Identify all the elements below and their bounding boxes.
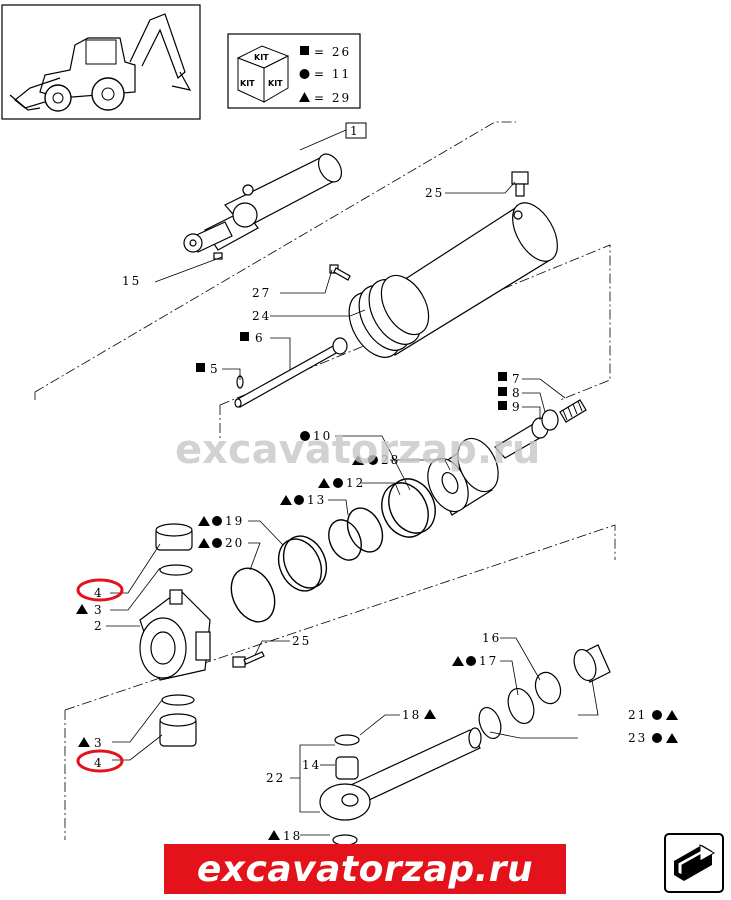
callout-6: 6	[255, 331, 265, 345]
circle-marker-23	[652, 733, 662, 743]
seal-rings	[230, 478, 436, 623]
assembly-outlines	[34, 121, 616, 840]
triangle-marker-17	[452, 656, 464, 666]
callout-8: 8	[512, 386, 522, 400]
callout-21: 21	[628, 708, 647, 722]
triangle-marker-21	[666, 710, 678, 720]
callout-25-lower: 25	[292, 634, 311, 648]
callout-18-bottom: 18	[283, 829, 302, 843]
callout-13: 13	[307, 493, 326, 507]
circle-marker-20	[212, 538, 222, 548]
callout-28: 28	[381, 453, 400, 467]
triangle-marker-18-top	[424, 709, 436, 719]
callout-1: 1	[350, 124, 360, 138]
circle-marker-17	[466, 656, 476, 666]
site-banner[interactable]: excavatorzap.ru	[164, 844, 566, 894]
square-marker-8	[498, 387, 507, 396]
callout-15: 15	[122, 274, 141, 288]
square-marker-7	[498, 372, 507, 381]
kit-box-label-left: KIT	[240, 79, 255, 88]
callout-18-top: 18	[402, 708, 421, 722]
barrel	[348, 202, 558, 358]
circle-marker-12	[333, 478, 343, 488]
callout-3-bottom: 3	[94, 736, 104, 750]
callout-box-1	[345, 122, 367, 139]
circle-marker-13	[294, 495, 304, 505]
triangle-marker-12	[318, 478, 330, 488]
triangle-marker-23	[666, 733, 678, 743]
kit-legend-square: = 26	[314, 45, 351, 59]
assembled-cylinder	[183, 153, 343, 260]
kit-box-label-top: KIT	[254, 53, 269, 62]
square-marker-5	[196, 363, 205, 372]
callout-7: 7	[512, 372, 522, 386]
site-banner-label: excavatorzap.ru	[196, 848, 534, 890]
triangle-marker-19	[198, 516, 210, 526]
leader-lines	[106, 181, 599, 836]
callout-16: 16	[482, 631, 501, 645]
rod-seals	[478, 644, 611, 740]
piston-rod	[234, 337, 348, 408]
highlight-circle-4-bottom	[76, 749, 124, 773]
kit-box-label-right: KIT	[268, 79, 283, 88]
circle-marker-21	[652, 710, 662, 720]
triangle-marker-18-bottom	[268, 830, 280, 840]
kit-box-icon: KIT KIT KIT	[236, 45, 290, 103]
callout-12: 12	[346, 476, 365, 490]
callout-17: 17	[479, 654, 498, 668]
callout-22: 22	[266, 771, 285, 785]
highlight-circle-4-top	[76, 578, 124, 602]
triangle-marker-3-top	[76, 604, 88, 614]
circle-marker-28	[368, 455, 378, 465]
kit-legend-triangle: = 29	[314, 91, 351, 105]
callout-10: 10	[313, 429, 332, 443]
callout-19: 19	[225, 514, 244, 528]
callout-2: 2	[94, 619, 104, 633]
circle-symbol-icon	[299, 69, 310, 79]
callout-23: 23	[628, 731, 647, 745]
triangle-marker-28	[352, 455, 364, 465]
triangle-marker-3-bottom	[78, 737, 90, 747]
square-symbol-icon	[300, 46, 309, 55]
kit-legend-circle: = 11	[314, 67, 351, 81]
triangle-marker-13	[280, 495, 292, 505]
callout-4-bottom: 4	[94, 756, 104, 770]
bolt-27	[329, 264, 351, 281]
callouts: 1 25 15 27 24 6 5 7 8 9 10 28 12 13 19 2…	[76, 124, 678, 843]
bolt-25-top	[511, 171, 529, 197]
triangle-symbol-icon	[299, 92, 310, 102]
square-marker-6	[240, 332, 249, 341]
callout-24: 24	[252, 309, 271, 323]
callout-25-top: 25	[425, 186, 444, 200]
machine-thumbnail	[1, 4, 201, 120]
watermark-text: excavatorzap.ru	[175, 427, 540, 473]
cylinder-head	[139, 523, 211, 747]
next-page-arrow-icon[interactable]	[664, 833, 724, 893]
callout-20: 20	[225, 536, 244, 550]
circle-marker-19	[212, 516, 222, 526]
triangle-marker-20	[198, 538, 210, 548]
circle-marker-10	[300, 431, 310, 441]
kit-legend: KIT KIT KIT = 26 = 11 = 29	[227, 33, 361, 109]
bolt-25-lower	[232, 651, 265, 668]
callout-5: 5	[210, 362, 220, 376]
rod-end	[319, 727, 482, 846]
callout-27: 27	[252, 286, 271, 300]
square-marker-9	[498, 401, 507, 410]
piston	[427, 437, 499, 516]
valve-bolt-assembly	[494, 399, 587, 459]
callout-14: 14	[302, 758, 321, 772]
callout-3-top: 3	[94, 603, 104, 617]
callout-9: 9	[512, 400, 522, 414]
callout-4-top: 4	[94, 586, 104, 600]
